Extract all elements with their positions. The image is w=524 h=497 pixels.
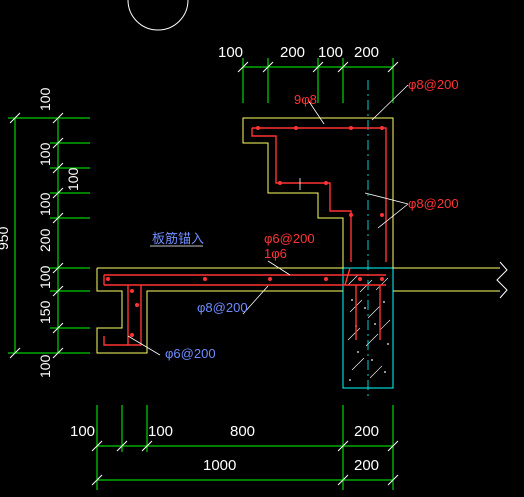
bottom-dim-3: 800 bbox=[230, 423, 255, 440]
left-dim-total: 950 bbox=[0, 226, 11, 250]
rebar-dots bbox=[106, 126, 384, 337]
label-center-bar: φ6@200 bbox=[264, 231, 315, 246]
left-dim-6: 100 bbox=[37, 265, 53, 289]
bottom-dim-6: 200 bbox=[354, 457, 379, 474]
label-slab-note: 板筋锚入 bbox=[152, 231, 204, 246]
bottom-dimension-group bbox=[91, 405, 399, 490]
label-center-bar-2: 1φ6 bbox=[264, 246, 287, 261]
top-dim-4: 200 bbox=[354, 44, 379, 61]
left-dim-4: 100 bbox=[37, 192, 53, 216]
left-dim-3: 100 bbox=[65, 167, 81, 191]
bottom-dim-1: 100 bbox=[70, 423, 95, 440]
top-dim-2: 200 bbox=[280, 44, 305, 61]
bottom-dim-4: 200 bbox=[354, 423, 379, 440]
label-top-right-bar: φ8@200 bbox=[408, 77, 459, 92]
top-dim-1: 100 bbox=[218, 44, 243, 61]
left-dim-7: 150 bbox=[37, 300, 53, 324]
label-mid-right-bar: φ8@200 bbox=[408, 196, 459, 211]
label-bottom-left-bar: φ6@200 bbox=[165, 346, 216, 361]
leader-lines bbox=[127, 84, 409, 356]
label-slab-bar: φ8@200 bbox=[197, 300, 248, 315]
top-dim-3: 100 bbox=[318, 44, 343, 61]
left-dim-1: 100 bbox=[37, 87, 53, 111]
label-upper-left-bar: 9φ8 bbox=[294, 92, 317, 107]
arc-symbol bbox=[127, 0, 189, 31]
left-dim-8: 100 bbox=[37, 354, 53, 378]
left-dim-5: 200 bbox=[37, 228, 53, 252]
left-dimension-group bbox=[8, 112, 90, 359]
bottom-dim-5: 1000 bbox=[203, 457, 236, 474]
left-dim-2: 100 bbox=[37, 142, 53, 166]
concrete-outline bbox=[96, 117, 508, 354]
top-dimension-group bbox=[237, 58, 399, 103]
bottom-dim-2: 100 bbox=[148, 423, 173, 440]
